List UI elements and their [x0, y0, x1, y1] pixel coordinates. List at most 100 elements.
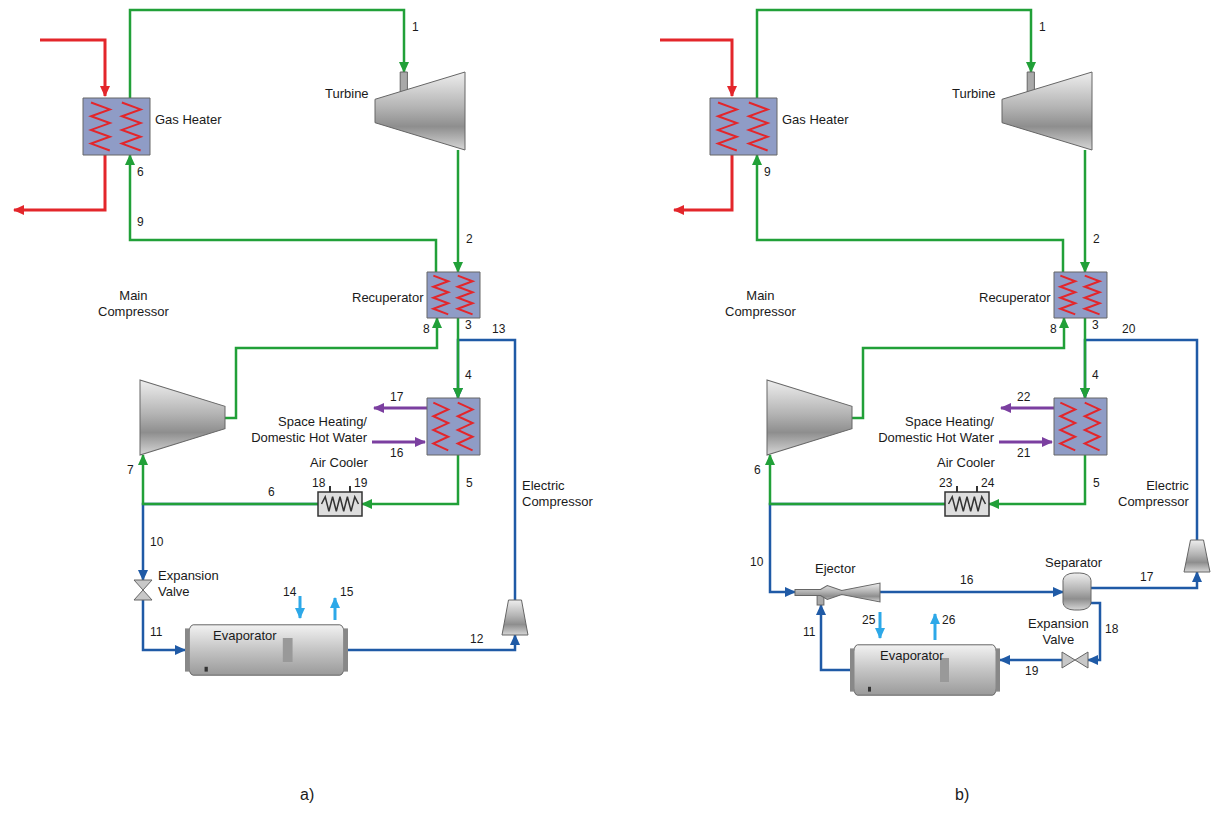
component-label: Air Cooler — [310, 455, 368, 471]
stream-number: 8 — [423, 322, 430, 336]
stream-number: 18 — [1105, 622, 1118, 636]
compressor: Main Compressor — [140, 380, 225, 455]
component-label: Electric Compressor — [522, 478, 593, 510]
stream-number: 6 — [137, 165, 144, 179]
component-label: Separator — [1045, 555, 1102, 571]
air-cooler: Air Cooler — [318, 492, 362, 516]
flow-line — [348, 635, 515, 650]
stream-number: 1 — [412, 20, 419, 34]
flow-line — [1088, 603, 1100, 660]
electric-compressor-symbol — [1184, 540, 1210, 572]
flow-line — [143, 600, 185, 650]
stream-number: 16 — [960, 573, 973, 587]
flow-line — [821, 605, 850, 670]
component-label: Evaporator — [880, 648, 944, 664]
heat-exchanger-symbol — [83, 98, 150, 155]
flow-line — [1084, 318, 1087, 398]
electric-compressor-symbol — [502, 600, 528, 635]
stream-number: 22 — [1017, 390, 1030, 404]
flow-line — [770, 504, 945, 592]
stream-number: 15 — [340, 585, 353, 599]
separator: Separator — [1063, 573, 1091, 610]
component-label: Space Heating/ Domestic Hot Water — [872, 414, 994, 446]
stream-number: 19 — [1025, 664, 1038, 678]
component-label: Main Compressor — [725, 288, 796, 320]
component-label: Turbine — [325, 86, 369, 102]
heat-exchanger: Space Heating/ Domestic Hot Water — [1054, 398, 1107, 455]
flow-line — [143, 455, 318, 504]
expansion-valve: Expansion Valve — [1062, 652, 1088, 668]
stream-number: 4 — [1092, 368, 1099, 382]
compressor-symbol — [140, 380, 225, 455]
stream-number: 1 — [1039, 20, 1046, 34]
air-cooler: Air Cooler — [945, 492, 989, 516]
stream-number: 11 — [803, 625, 815, 639]
flow-line — [757, 10, 1031, 98]
stream-number: 8 — [1050, 322, 1057, 336]
turbine: Turbine — [1002, 72, 1092, 150]
component-label: Gas Heater — [782, 112, 848, 128]
stream-number: 4 — [465, 368, 472, 382]
component-label: Ejector — [815, 561, 855, 577]
stream-number: 17 — [1140, 570, 1153, 584]
stream-number: 16 — [390, 446, 403, 460]
compressor: Main Compressor — [767, 380, 852, 455]
stream-number: 5 — [466, 476, 473, 490]
heat-exchanger-symbol — [427, 398, 480, 455]
flow-line — [989, 455, 1085, 504]
stream-number: 6 — [754, 463, 761, 477]
flow-line — [1000, 659, 1062, 662]
electric-compressor: Electric Compressor — [1184, 540, 1210, 572]
flow-line — [225, 318, 437, 418]
turbine-symbol — [375, 72, 465, 150]
air-cooler-symbol — [945, 492, 989, 516]
stream-number: 2 — [1093, 232, 1100, 246]
stream-number: 2 — [466, 232, 473, 246]
expansion-valve: Expansion Valve — [134, 580, 152, 600]
flow-line — [457, 150, 460, 272]
heat-exchanger: Gas Heater — [710, 98, 777, 155]
component-label: Air Cooler — [937, 455, 995, 471]
flow-line — [130, 155, 436, 272]
component-label: Gas Heater — [155, 112, 221, 128]
heat-exchanger-symbol — [427, 272, 480, 318]
panel-label: a) — [300, 786, 314, 804]
component-label: Electric Compressor — [1118, 478, 1189, 510]
heat-exchanger: Gas Heater — [83, 98, 150, 155]
flow-line — [880, 591, 1063, 594]
heat-exchanger-symbol — [1054, 272, 1107, 318]
stream-number: 7 — [127, 463, 134, 477]
stream-number: 24 — [981, 476, 994, 490]
stream-number: 10 — [750, 555, 763, 569]
separator-symbol — [1063, 573, 1091, 610]
turbine-symbol — [1002, 72, 1092, 150]
flow-line — [1084, 150, 1087, 272]
stream-number: 5 — [1093, 476, 1100, 490]
component-label: Main Compressor — [98, 288, 169, 320]
stream-number: 13 — [492, 322, 505, 336]
electric-compressor: Electric Compressor — [502, 600, 528, 635]
compressor-symbol — [767, 380, 852, 455]
component-label: Recuperator — [979, 290, 1051, 306]
component-label: Turbine — [952, 86, 996, 102]
evaporator: Evaporator — [850, 640, 1000, 700]
flow-line — [457, 318, 460, 398]
flow-line — [458, 340, 515, 600]
flow-line — [852, 318, 1064, 418]
stream-number: 25 — [862, 613, 875, 627]
stream-number: 9 — [137, 215, 144, 229]
stream-number: 14 — [283, 585, 296, 599]
heat-exchanger-symbol — [1054, 398, 1107, 455]
stream-number: 12 — [470, 632, 483, 646]
evaporator: Evaporator — [185, 620, 348, 680]
component-label: Evaporator — [213, 628, 277, 644]
ejector: Ejector — [795, 580, 880, 605]
stream-number: 10 — [150, 535, 163, 549]
expansion-valve-symbol — [134, 580, 152, 600]
flow-line — [130, 10, 404, 98]
heat-exchanger: Recuperator — [1054, 272, 1107, 318]
stream-number: 26 — [942, 613, 955, 627]
component-label: Expansion Valve — [1028, 616, 1089, 648]
component-label: Expansion Valve — [158, 568, 219, 600]
